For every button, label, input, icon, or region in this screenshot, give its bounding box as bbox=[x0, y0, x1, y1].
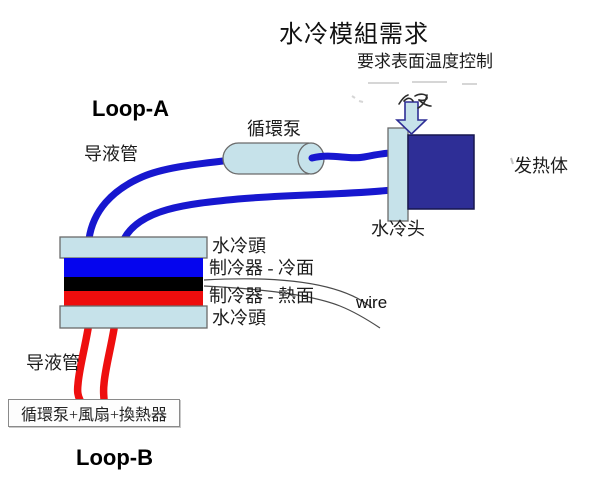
tec-stack bbox=[59, 236, 208, 329]
surface-temp-note: 要求表面温度控制 bbox=[357, 52, 493, 71]
tec-hot-label: 制冷器 - 熱面 bbox=[209, 286, 314, 306]
erased-smudge-marks bbox=[351, 81, 514, 165]
loop-a-tube-left bbox=[85, 156, 236, 243]
loop-b-label: Loop-B bbox=[76, 445, 153, 470]
loop-b-tube-left bbox=[73, 325, 92, 404]
diagram-title: 水冷模組需求 bbox=[279, 22, 429, 48]
loop-a-tube-to-coldhead bbox=[308, 149, 396, 162]
loop-a-label: Loop-A bbox=[92, 96, 169, 121]
heater-block bbox=[407, 134, 475, 210]
heater-label: 发热体 bbox=[514, 156, 568, 176]
bottom-tube-label: 导液管 bbox=[26, 353, 80, 373]
wire-label: wire bbox=[356, 293, 388, 312]
stack-top-plate bbox=[59, 236, 208, 259]
tec-cold-label: 制冷器 - 冷面 bbox=[209, 258, 314, 278]
down-arrow-icon bbox=[395, 101, 428, 136]
top-tube-label: 导液管 bbox=[84, 144, 138, 164]
stack-top-plate-label: 水冷頭 bbox=[212, 236, 266, 256]
right-coldhead-label: 水冷头 bbox=[371, 219, 425, 239]
loop-b-tube-right bbox=[99, 325, 118, 404]
tec-cold-face bbox=[64, 258, 203, 277]
stack-bottom-plate-label: 水冷頭 bbox=[212, 308, 266, 328]
erased-scribble bbox=[398, 93, 432, 109]
wire-callout-lines bbox=[203, 278, 381, 329]
right-coldhead-plate bbox=[387, 127, 409, 222]
tec-body bbox=[64, 277, 203, 291]
bottom-unit-box: 循環泵+風扇+換熱器 bbox=[8, 399, 180, 427]
pump-label: 循環泵 bbox=[247, 119, 301, 139]
stack-bottom-plate bbox=[59, 305, 208, 329]
loop-a-tube-return bbox=[120, 186, 396, 243]
bottom-unit-label: 循環泵+風扇+換熱器 bbox=[20, 407, 168, 424]
tec-hot-face bbox=[64, 291, 203, 306]
